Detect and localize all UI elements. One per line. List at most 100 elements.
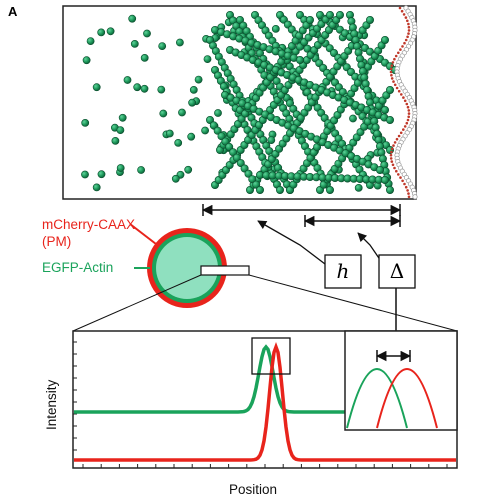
mcherry-pointer-line	[129, 223, 157, 245]
actin-monomer	[187, 132, 196, 141]
membrane-marker	[403, 99, 407, 103]
membrane-marker	[406, 105, 410, 109]
membrane-marker	[393, 57, 396, 61]
filament-bead	[375, 166, 384, 175]
peak-inset-frame	[344, 330, 458, 431]
actin-monomer	[116, 126, 125, 135]
inset-delta-bracket	[375, 350, 412, 362]
membrane-marker	[397, 173, 400, 176]
membrane-marker	[404, 38, 408, 42]
filament-bead	[385, 116, 394, 125]
membrane-marker	[405, 102, 409, 106]
membrane-marker	[407, 25, 411, 29]
peak-zoom-region	[251, 337, 291, 375]
membrane-marker	[390, 160, 394, 163]
actin-monomer	[81, 170, 89, 179]
actin-monomer	[174, 138, 183, 147]
membrane-marker	[405, 121, 409, 125]
membrane-label-line1: mCherry-CAAX	[42, 217, 136, 232]
membrane-marker	[393, 83, 397, 87]
x-axis-label: Position	[229, 482, 278, 497]
membrane-marker	[395, 86, 399, 90]
membrane-marker	[399, 176, 402, 179]
membrane-marker	[407, 22, 410, 26]
filament-bead	[275, 186, 284, 195]
actin-monomer	[171, 174, 180, 183]
actin-monomer	[184, 165, 193, 174]
membrane-marker	[390, 64, 394, 67]
delta-symbol: Δ	[389, 259, 405, 283]
membrane-marker	[397, 51, 400, 55]
actin-monomer	[137, 166, 145, 174]
membrane-marker	[407, 32, 410, 35]
actin-monomer	[106, 27, 115, 36]
membrane-marker	[400, 93, 403, 96]
actin-monomer	[349, 114, 357, 123]
membrane-marker	[407, 109, 411, 112]
filament-bead	[255, 186, 264, 195]
actin-monomer	[140, 54, 149, 62]
h-dimension-bracket	[201, 204, 402, 216]
membrane-marker	[404, 185, 408, 189]
membrane-marker	[407, 195, 411, 199]
membrane-marker	[391, 61, 395, 64]
actin-monomer	[81, 119, 90, 127]
mcherry-intensity-profile	[74, 341, 456, 462]
filament-bead	[305, 15, 314, 24]
delta-symbol-box	[378, 254, 416, 289]
actin-monomer	[130, 40, 139, 48]
cell-zoom-region	[200, 265, 250, 276]
actin-monomer	[111, 136, 120, 145]
actin-monomer	[267, 136, 276, 144]
actin-monomer	[118, 113, 127, 122]
filament-bead	[252, 180, 261, 189]
filament-bead	[248, 175, 257, 184]
filament-bead	[335, 11, 344, 20]
membrane-marker	[393, 141, 397, 144]
membrane-marker	[402, 128, 405, 131]
membrane-marker	[397, 89, 401, 93]
actin-monomer	[188, 98, 196, 107]
actin-monomer	[165, 129, 174, 138]
filament-bead	[232, 153, 241, 162]
filament-bead	[209, 121, 218, 130]
actin-monomer	[92, 183, 101, 192]
filament-bead	[295, 55, 304, 64]
inset-egfp-peak	[346, 368, 408, 429]
membrane-marker	[401, 179, 404, 183]
membrane-marker	[394, 54, 398, 58]
filament-bead	[325, 186, 334, 195]
actin-filaments	[206, 11, 399, 195]
actin-monomer	[97, 28, 106, 37]
membrane-lipid	[412, 194, 418, 200]
actin-monomer	[86, 37, 95, 45]
actin-monomer	[157, 85, 166, 94]
membrane-label-line2: (PM)	[42, 234, 72, 249]
h-symbol-box	[324, 254, 362, 289]
plot-ticks	[73, 341, 448, 468]
membrane-marker	[401, 45, 404, 48]
actin-monomer	[201, 126, 209, 135]
zoom-line-right	[248, 274, 458, 332]
actin-monomer	[92, 83, 101, 92]
actin-monomer	[143, 29, 151, 38]
plasma-membrane-wave	[389, 5, 418, 200]
filament-bead	[221, 137, 230, 146]
membrane-marker	[399, 48, 402, 51]
membrane-marker	[389, 157, 393, 160]
h-symbol: h	[336, 259, 350, 283]
membrane-marker	[395, 169, 398, 173]
membrane-marker	[389, 70, 393, 74]
delta-dimension-bracket	[303, 215, 402, 227]
membrane-marker	[403, 182, 406, 186]
filament-bead	[225, 142, 234, 151]
membrane-marker	[390, 150, 393, 154]
h-leader-line	[257, 220, 326, 265]
actin-monomer	[175, 38, 184, 47]
actin-monomer	[116, 164, 125, 172]
y-axis-label: Intensity	[44, 379, 59, 430]
actin-monomer	[354, 183, 363, 192]
actin-monomer	[82, 56, 91, 65]
filament-bead	[229, 148, 238, 157]
filament-bead	[385, 86, 394, 95]
